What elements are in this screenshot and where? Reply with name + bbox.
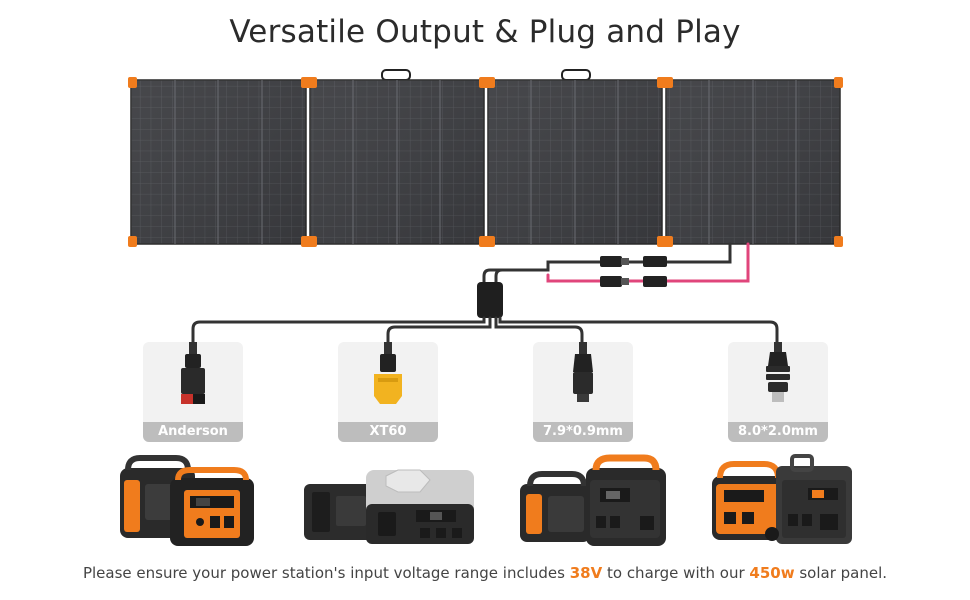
anderson-connector-icon	[181, 342, 205, 404]
connector-card-anderson: Anderson	[143, 342, 243, 442]
connector-card-xt60: XT60	[338, 342, 438, 442]
connector-card-dc-8020: 8.0*2.0mm	[728, 342, 828, 442]
connector-label: 7.9*0.9mm	[533, 422, 633, 442]
notice-text-middle: to charge with our	[602, 564, 750, 582]
xt60-connector-icon	[374, 342, 402, 404]
output-cables	[191, 242, 779, 344]
voltage-notice: Please ensure your power station's input…	[0, 564, 970, 582]
wattage-value: 450w	[749, 564, 795, 582]
mc4-connectors	[600, 256, 667, 287]
connector-label: XT60	[338, 422, 438, 442]
voltage-value: 38V	[569, 564, 603, 582]
panel-3	[487, 79, 663, 245]
panel-4	[665, 79, 841, 245]
cable-junction-box	[477, 282, 503, 318]
connector-card-dc-7909: 7.9*0.9mm	[533, 342, 633, 442]
page-title: Versatile Output & Plug and Play	[229, 14, 741, 50]
panel-corner-brackets	[128, 77, 843, 247]
connector-label: Anderson	[143, 422, 243, 442]
panel-2	[309, 79, 485, 245]
dc-7909-connector-icon	[573, 342, 593, 402]
notice-text-prefix: Please ensure your power station's input…	[82, 564, 570, 582]
dc-8020-connector-icon	[766, 342, 790, 402]
notice-text-suffix: solar panel.	[794, 564, 888, 582]
panel-1	[130, 79, 307, 245]
connector-label: 8.0*2.0mm	[728, 422, 828, 442]
